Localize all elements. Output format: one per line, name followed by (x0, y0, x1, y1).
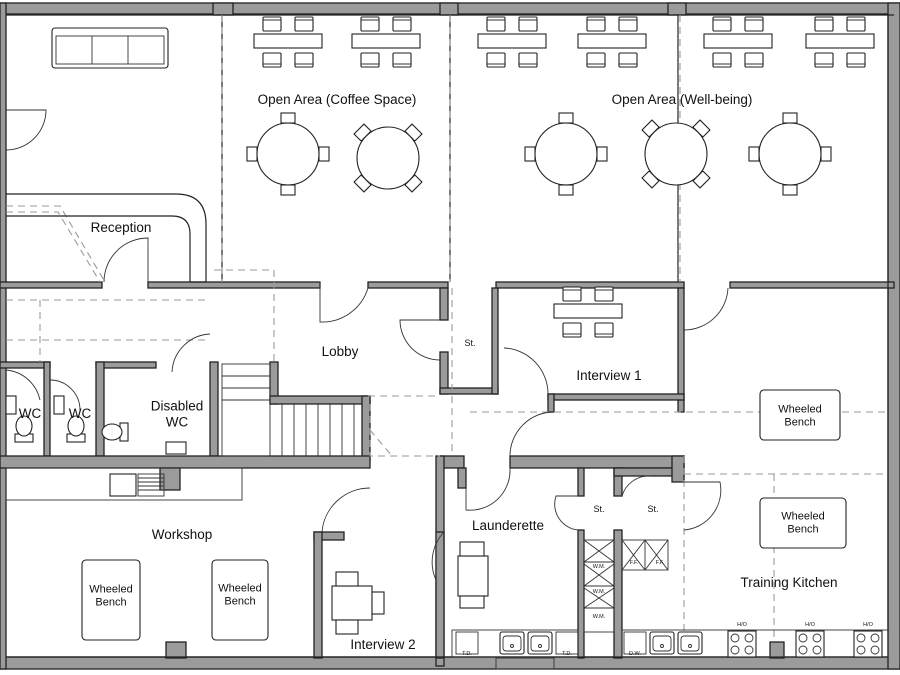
room-label-open-area-coffee: Open Area (Coffee Space) (257, 92, 417, 108)
wc-fixtures (5, 395, 187, 455)
room-label-workshop: Workshop (151, 527, 213, 543)
appliance-label-td-1: T.D. (462, 650, 472, 657)
doors (5, 109, 729, 581)
bench-label-kitchen: Wheeled Bench (781, 510, 825, 535)
room-label-interview-2: Interview 2 (350, 637, 416, 653)
interview-2-table (331, 571, 385, 635)
stairs (221, 363, 355, 457)
appliance-label-td-2: T.D. (562, 650, 572, 657)
workshop-counter (5, 467, 243, 501)
bench-label-east: Wheeled Bench (778, 403, 822, 428)
appliance-label-ho-2: H/O (805, 621, 815, 628)
room-label-store-launderette: St. (593, 503, 605, 514)
appliance-label-ho-1: H/O (737, 621, 747, 628)
bench-label-workshop-left: Wheeled Bench (89, 583, 133, 608)
room-label-lobby: Lobby (321, 344, 359, 360)
room-label-launderette: Launderette (471, 518, 545, 534)
room-label-store-lobby: St. (464, 337, 476, 348)
appliance-label-wm-2: W.M. (592, 588, 606, 595)
dashed-lines (6, 15, 888, 642)
sofa (51, 27, 169, 69)
room-label-training-kitchen: Training Kitchen (740, 575, 838, 591)
room-label-interview-1: Interview 1 (576, 368, 642, 384)
reception-desk (6, 193, 207, 283)
appliance-label-dw: D.W. (629, 650, 641, 657)
room-label-store-kitchen: St. (647, 503, 659, 514)
appliance-label-wm-3: W.M. (592, 613, 606, 620)
appliance-label-ho-3: H/O (863, 621, 873, 628)
appliance-label-ff-2: F.F. (655, 559, 665, 566)
table-sets (246, 17, 874, 337)
appliance-label-wm-1: W.M. (592, 563, 606, 570)
launderette-table (457, 541, 489, 609)
appliance-label-ff-1: F.F. (629, 559, 639, 566)
room-label-disabled-wc: Disabled WC (150, 398, 204, 429)
appliance-columns (583, 539, 669, 633)
bench-label-workshop-right: Wheeled Bench (218, 582, 262, 607)
bottom-counters (451, 629, 889, 670)
room-label-open-area-wellbeing: Open Area (Well-being) (611, 92, 753, 108)
benches (81, 389, 847, 641)
room-label-wc-1: WC (18, 406, 42, 422)
room-label-wc-2: WC (68, 406, 92, 422)
room-label-reception: Reception (90, 220, 152, 236)
